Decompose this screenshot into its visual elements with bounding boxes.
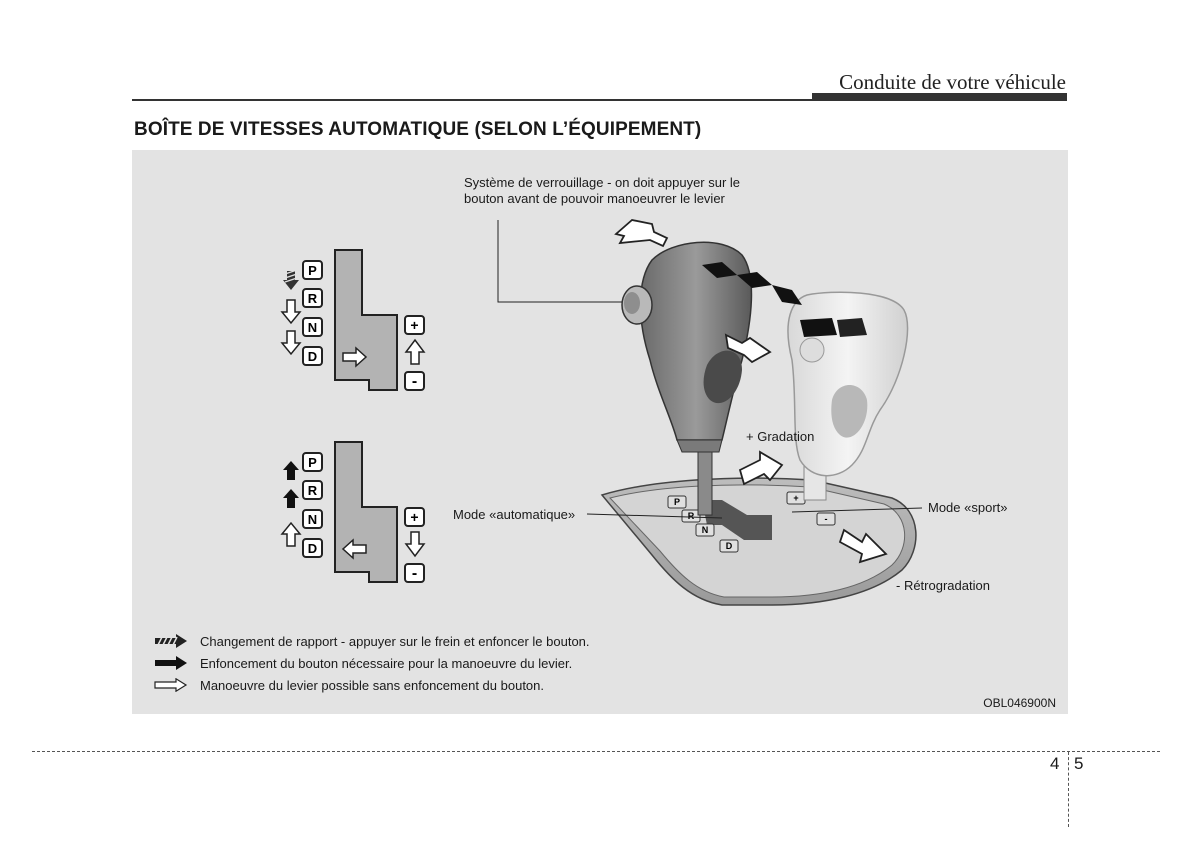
filled-arrow-icon [283,461,299,480]
svg-text:+: + [410,509,418,525]
outline-arrow-icon [280,299,302,325]
svg-text:P: P [674,497,680,507]
svg-text:P: P [308,263,317,278]
hatched-arrow-icon [283,269,299,290]
svg-text:R: R [308,291,318,306]
svg-text:-: - [412,565,417,582]
legend-item: Enfoncement du bouton nécessaire pour la… [154,654,572,672]
page-number: 5 [1074,754,1084,773]
legend-text: Changement de rapport - appuyer sur le f… [200,633,590,649]
push-arrow-icon [724,333,772,364]
sport-mode-label: Mode «sport» [928,500,1008,515]
svg-text:-: - [825,514,828,524]
svg-text:D: D [308,349,317,364]
hatched-arrow-icon [155,634,187,648]
svg-text:R: R [688,511,695,521]
svg-text:+: + [410,317,418,333]
header-bar [812,93,1067,101]
svg-text:P: P [308,455,317,470]
outline-arrow-icon [280,521,302,547]
figure-code: OBL046900N [983,696,1056,710]
outline-arrow-icon [154,678,188,692]
callout-lines [497,220,923,519]
gate-letters-upper: P R N D + - [302,260,425,391]
filled-arrow-icon [283,489,299,508]
svg-text:+: + [793,493,798,503]
legend-item: Manoeuvre du levier possible sans enfonc… [154,676,544,694]
svg-text:-: - [412,373,417,390]
shifter-illustration: P R N D + - [600,219,917,606]
svg-text:D: D [308,541,317,556]
outline-arrow-icon [280,330,302,356]
page-chapter-number: 4 [1050,754,1060,773]
header-rule [132,99,1067,101]
gate-letters-lower: P R N D + - [302,452,425,583]
outline-arrow-icon [404,338,426,365]
gate-diagram-lower: P R N D + - [280,441,426,583]
footer-divider [32,751,1160,752]
svg-text:N: N [702,525,709,535]
footer-vertical-divider [1068,752,1069,827]
lock-callout: Système de verrouillage - on doit appuye… [464,175,741,206]
chapter-title: Conduite de votre véhicule [839,70,1066,94]
legend-text: Manoeuvre du levier possible sans enfonc… [200,677,544,693]
downshift-label: - Rétrogradation [896,578,990,593]
shift-diagram: P R N D + - [280,219,923,606]
upshift-arrow-icon [738,450,784,486]
upshift-label: + Gradation [746,429,815,444]
forward-arrow-icon [614,219,669,248]
auto-mode-label: Mode «automatique» [453,507,576,522]
outline-arrow-icon [404,531,426,558]
shift-lever-figure: P R N D + - [132,150,1068,714]
svg-text:D: D [726,541,733,551]
svg-text:N: N [308,512,317,527]
svg-text:N: N [308,320,317,335]
svg-text:R: R [308,483,318,498]
filled-arrow-icon [155,656,187,670]
outline-arrow-icon [341,538,367,560]
section-title: BOÎTE DE VITESSES AUTOMATIQUE (SELON L’É… [134,119,702,140]
outline-arrow-icon [342,346,368,368]
legend-item: Changement de rapport - appuyer sur le f… [154,632,590,650]
downshift-arrow-icon [838,528,888,564]
gate-diagram-upper: P R N D + - [280,249,426,391]
legend-text: Enfoncement du bouton nécessaire pour la… [200,655,573,671]
